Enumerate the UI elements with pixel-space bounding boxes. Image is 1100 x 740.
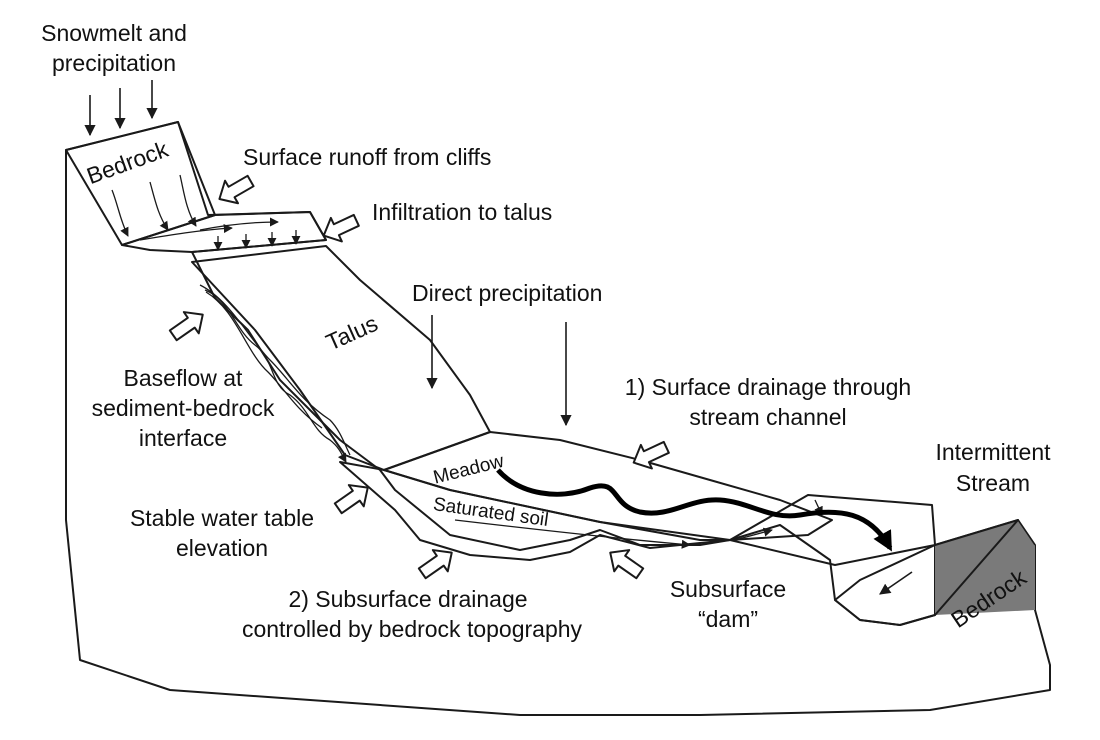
snowmelt-arrows — [84, 80, 158, 137]
subsurface-drainage-arrow — [417, 549, 453, 580]
subsurface-dam-label-line2: “dam” — [698, 606, 758, 632]
stream-flow-arrow — [879, 571, 913, 595]
surface-runoff-label: Surface runoff from cliffs — [243, 144, 491, 170]
meadow-label: Meadow — [431, 451, 506, 489]
surface-drainage-arrow — [632, 440, 670, 470]
subsurface-drainage-label-line2: controlled by bedrock topography — [242, 616, 583, 642]
intermittent-stream-label-line1: Intermittent — [935, 439, 1051, 465]
infiltration-label: Infiltration to talus — [372, 199, 552, 225]
subsurface-dam-arrow — [609, 549, 645, 580]
baseflow-label-line1: Baseflow at — [124, 365, 244, 391]
baseflow-arrow — [168, 311, 204, 342]
snowmelt-label-line2: precipitation — [52, 50, 176, 76]
bedrock-top-block — [65, 121, 327, 253]
surface-drainage-label-line1: 1) Surface drainage through — [625, 374, 911, 400]
stable-water-table-label-line1: Stable water table — [130, 505, 314, 531]
baseflow-label-line3: interface — [139, 425, 227, 451]
direct-precip-label: Direct precipitation — [412, 280, 602, 306]
stream-channel-line — [496, 468, 893, 552]
water-table-arrow — [333, 484, 369, 515]
bedrock-top-label: Bedrock — [83, 136, 172, 189]
subsurface-drainage-label-line1: 2) Subsurface drainage — [288, 586, 527, 612]
intermittent-stream-label-line2: Stream — [956, 470, 1030, 496]
infiltration-arrow — [322, 213, 360, 243]
snowmelt-label-line1: Snowmelt and — [41, 20, 187, 46]
baseflow-path — [204, 289, 347, 463]
surface-runoff-arrow — [218, 174, 255, 205]
stable-water-table-label-line2: elevation — [176, 535, 268, 561]
baseflow-label-line2: sediment-bedrock — [92, 395, 275, 421]
talus-label: Talus — [322, 310, 382, 356]
saturated-soil-layer — [339, 461, 731, 561]
subsurface-dam-label-line1: Subsurface — [670, 576, 786, 602]
surface-drainage-label-line2: stream channel — [689, 404, 846, 430]
hollow-arrows — [168, 174, 670, 580]
